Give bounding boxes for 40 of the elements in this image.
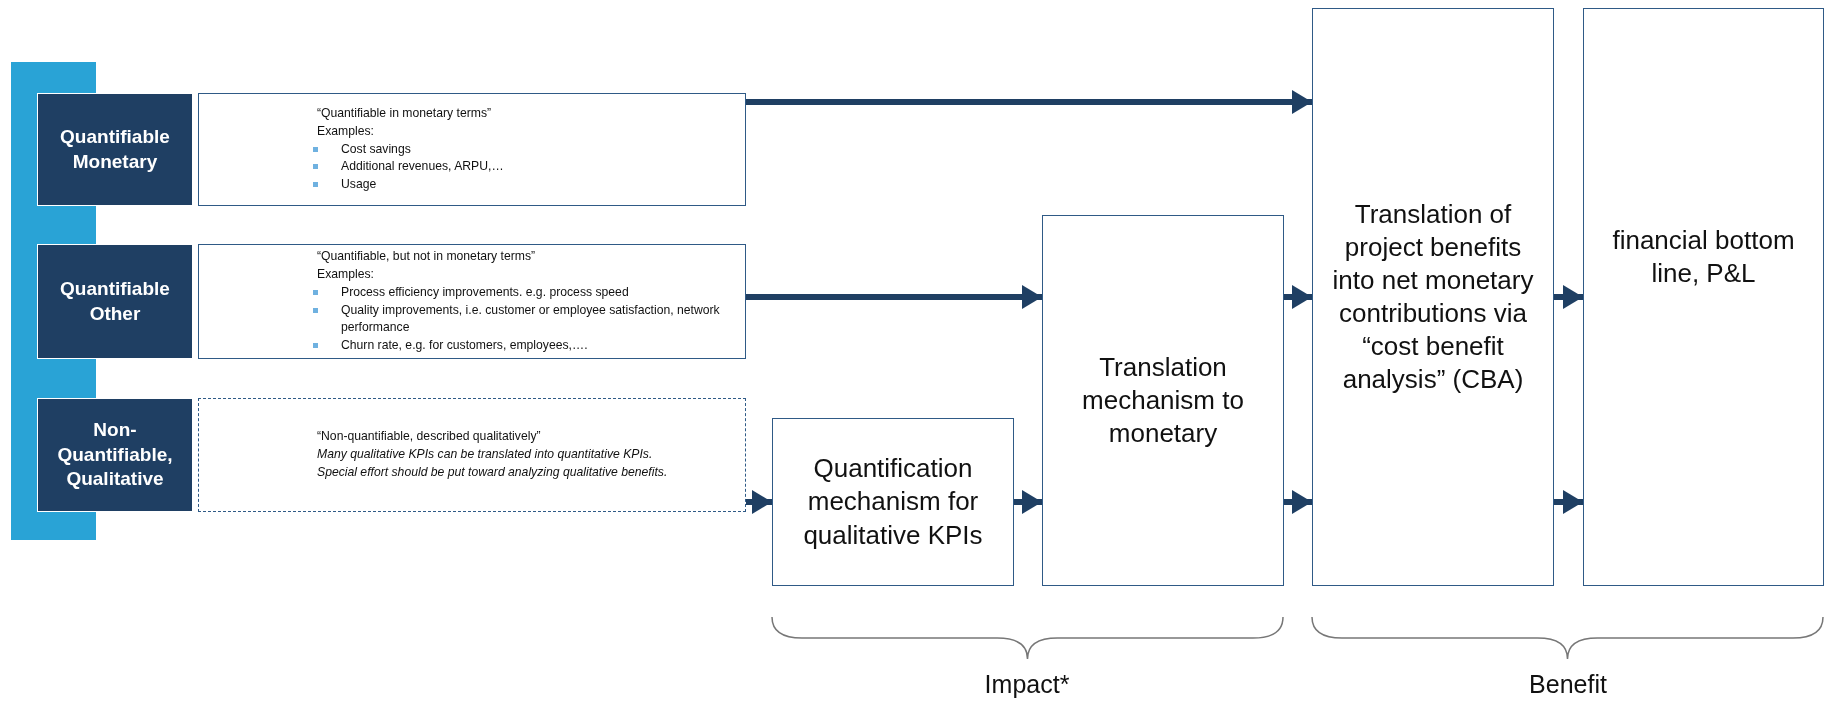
arrow (1284, 285, 1312, 309)
process-box (772, 418, 1014, 586)
category-label: Non-Quantifiable, Qualitative (56, 417, 174, 492)
arrow (746, 90, 1312, 114)
category-box (37, 244, 193, 359)
category-label: Quantifiable Monetary (59, 124, 171, 174)
category-box (37, 93, 193, 206)
bullet-text: Cost savings (341, 140, 411, 158)
arrow (1014, 490, 1042, 514)
note-text: Many qualitative KPIs can be translated into quantitative KPIs. (317, 446, 654, 464)
description-box (198, 93, 746, 206)
quote-heading: “Quantifiable in monetary terms” (317, 105, 493, 123)
box-label: Quantification mechanism for qualitative KPIs (802, 452, 984, 552)
note-text: Special effort should be put toward analyzing qualitative benefits. (317, 463, 669, 481)
process-box (1312, 8, 1554, 586)
arrow (1284, 490, 1312, 514)
arrow (746, 285, 1042, 309)
description-box (198, 398, 746, 512)
quote-heading: “Non-quantifiable, described qualitatively” (317, 428, 542, 446)
description-box (198, 244, 746, 359)
box-label: financial bottom line, P&L (1611, 224, 1796, 290)
examples-label: Examples: (317, 122, 375, 140)
examples-label: Examples: (317, 266, 375, 284)
box-label: Translation mechanism to monetary (1081, 350, 1245, 450)
arrow (1554, 490, 1583, 514)
category-label: Quantifiable Other (59, 276, 171, 326)
category-box (37, 398, 193, 512)
group-label: Impact* (984, 670, 1070, 699)
bullet-text: Process efficiency improvements. e.g. process speed (341, 283, 629, 301)
bullet-text: Additional revenues, ARPU,… (341, 158, 504, 176)
quote-heading: “Quantifiable, but not in monetary terms” (317, 248, 537, 266)
process-box (1042, 215, 1284, 586)
box-label: Translation of project benefits into net monetary contributions via “cost benefit analysis” (CBA) (1331, 197, 1535, 397)
arrow (746, 490, 772, 514)
group-label: Benefit (1529, 670, 1607, 699)
bullet-text: Quality improvements, i.e. customer or employee satisfaction, network performance (341, 301, 721, 337)
process-box (1583, 8, 1824, 586)
bullet-text: Usage (341, 176, 377, 194)
arrow (1554, 285, 1583, 309)
bullet-text: Churn rate, e.g. for customers, employees,…. (341, 336, 588, 354)
